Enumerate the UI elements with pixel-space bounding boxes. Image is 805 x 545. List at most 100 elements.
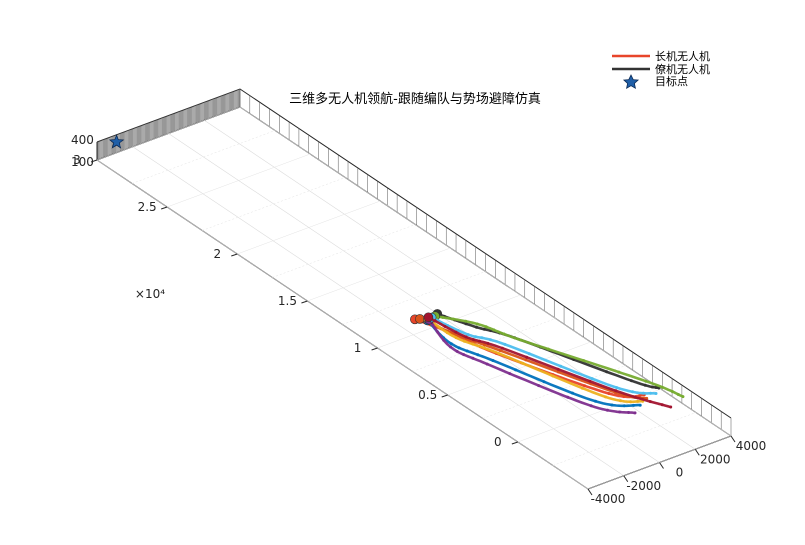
grid-line-y: [237, 200, 381, 255]
x-tick-mark: [730, 435, 736, 443]
trajectory-point: [476, 353, 480, 357]
legend-target-label: 目标点: [655, 74, 688, 88]
trajectory-point: [605, 408, 609, 412]
y-exponent-label: ×10⁴: [135, 287, 165, 301]
trajectory-point: [500, 346, 504, 350]
trajectory-point: [615, 386, 619, 390]
grid-line-y: [167, 153, 311, 208]
trajectory-point: [618, 410, 622, 414]
trajectory-point: [627, 411, 631, 414]
trajectory-point: [648, 400, 652, 404]
trajectory-point: [471, 338, 475, 342]
trajectory-point: [449, 345, 453, 349]
trajectory-point: [464, 322, 468, 326]
x-tick-mark: [587, 488, 593, 496]
trajectory-point: [650, 385, 654, 389]
grid-line-y: [377, 294, 521, 349]
target-layer: [108, 133, 125, 149]
trajectory-point: [443, 324, 447, 328]
y-tick-label: 3: [73, 153, 81, 167]
trajectory-point: [442, 338, 446, 342]
trajectory-point: [537, 384, 541, 388]
chart-title: 三维多无人机领航-跟随编队与势场避障仿真: [289, 91, 541, 107]
trajectory-point: [519, 338, 523, 342]
trajectory-point: [670, 390, 674, 393]
trajectory-point: [551, 374, 555, 378]
trajectory-point: [471, 342, 475, 346]
y-tick-mark: [301, 300, 308, 304]
trajectory-point: [464, 335, 468, 339]
trajectory-point: [614, 389, 618, 393]
trajectory-point: [521, 362, 525, 365]
grid-line-y: [202, 177, 346, 231]
y-tick-mark: [441, 394, 448, 398]
trajectory-point: [471, 356, 475, 360]
trajectory-point: [437, 325, 441, 329]
x-tick-mark: [694, 448, 700, 456]
trajectory-point: [632, 403, 635, 407]
trajectory-point: [454, 330, 458, 334]
y-tick-mark: [160, 206, 168, 210]
trajectory-point: [514, 368, 518, 372]
trajectory-end-marker: [423, 312, 434, 323]
x-tick-label: 2000: [700, 452, 731, 466]
trajectory-point: [631, 390, 634, 394]
trajectory-point: [497, 352, 501, 356]
trajectory-point: [556, 367, 560, 371]
trajectory-point: [643, 383, 647, 387]
y-tick-label: 0: [494, 435, 502, 449]
trajectory-point: [462, 339, 466, 343]
trajectory-point: [433, 319, 437, 323]
trajectory-point: [486, 341, 490, 345]
y-tick-mark: [371, 347, 378, 351]
trajectory-point: [636, 399, 640, 403]
trajectory-point: [475, 322, 479, 326]
trajectory-point: [633, 411, 637, 415]
trajectory-point: [480, 336, 484, 340]
trajectory-point: [660, 403, 664, 407]
target-star-icon: [108, 133, 125, 149]
y-tick-mark: [231, 253, 238, 257]
trajectory-point: [559, 364, 563, 368]
trajectory-point: [485, 362, 489, 366]
trajectory-point: [607, 392, 611, 395]
z-tick-label: 100: [71, 155, 94, 169]
grid-line-y: [447, 341, 591, 396]
y-tick-label: 1.5: [278, 294, 297, 308]
trajectory-point: [660, 385, 664, 389]
x-tick-label: -4000: [591, 492, 626, 506]
y-tick-label: 2.5: [138, 200, 157, 214]
trajectory-point: [482, 327, 486, 331]
trajectory-point: [641, 391, 645, 395]
grid-line-y: [96, 106, 241, 161]
trajectory-point: [583, 384, 586, 388]
grid-line-x: [132, 146, 624, 476]
trajectory-point: [676, 393, 680, 396]
trajectory-point: [431, 323, 435, 327]
trajectory-point: [466, 333, 470, 337]
trajectory-point: [629, 400, 633, 404]
grid-line-y: [131, 130, 276, 184]
trajectory-point: [546, 347, 550, 351]
grid-line-y: [272, 224, 416, 278]
trajectory-point: [590, 377, 594, 381]
trajectory-point: [638, 394, 642, 398]
trajectory-point: [474, 335, 478, 339]
legend-leader-label: 长机无人机: [655, 49, 710, 63]
trajectory-point: [454, 336, 458, 340]
trajectory-point: [503, 342, 507, 346]
trajectory-point: [571, 391, 574, 395]
legend: 长机无人机 僚机无人机 目标点: [612, 49, 710, 89]
trajectory-point: [617, 370, 621, 374]
trajectory-point: [483, 343, 486, 347]
y-tick-mark: [90, 159, 98, 163]
trajectory-point: [452, 317, 455, 321]
trajectory-point: [605, 370, 609, 374]
trajectory-point: [445, 331, 449, 335]
trajectory-point: [456, 329, 460, 332]
y-tick-label: 1: [354, 341, 362, 355]
x-tick-label: -2000: [626, 479, 661, 493]
trajectory-point: [462, 353, 466, 357]
